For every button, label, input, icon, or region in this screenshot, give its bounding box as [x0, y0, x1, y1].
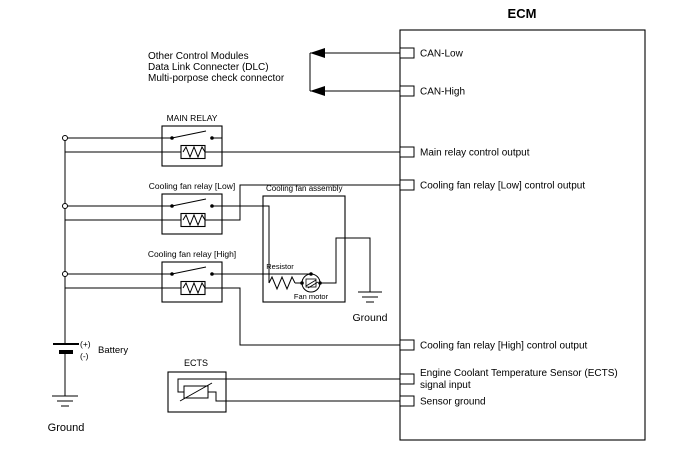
ecm-title: ECM	[508, 6, 537, 21]
pin-label-ects-signal-line2: signal input	[420, 380, 471, 391]
pin-label-fan-low-output: Cooling fan relay [Low] control output	[420, 181, 585, 192]
fan-relay-low-label: Cooling fan relay [Low]	[149, 181, 235, 191]
ecm-pin-fan-low-output	[399, 179, 415, 191]
ecm-box	[399, 29, 646, 441]
main-relay-box	[161, 125, 223, 167]
ecm-pin-can-high	[399, 85, 415, 97]
battery-minus-label: (-)	[80, 351, 89, 361]
fan-feed-wires	[222, 205, 371, 292]
ects-label: ECTS	[184, 358, 208, 368]
resistor-symbol	[268, 275, 296, 291]
battery-label: Battery	[98, 345, 128, 356]
fan-relay-high-label: Cooling fan relay [High]	[148, 249, 236, 259]
can-low-arrow-icon	[310, 48, 325, 58]
fan-relay-low-box	[161, 193, 223, 235]
fan-motor-symbol	[300, 272, 322, 293]
ects-to-ecm-wires	[226, 378, 400, 402]
can-target-line1: Other Control Modules	[148, 51, 249, 62]
pin-label-ects-signal-line1: Engine Coolant Temperature Sensor (ECTS)	[420, 368, 618, 379]
battery-plus-label: (+)	[80, 339, 91, 349]
pin-label-fan-high-output: Cooling fan relay [High] control output	[420, 341, 588, 352]
main-relay-internals	[162, 130, 222, 160]
can-high-arrow-icon	[310, 86, 325, 96]
main-relay-label: MAIN RELAY	[167, 113, 218, 123]
ecm-pin-ects-signal	[399, 373, 415, 385]
relay-to-ecm-wires	[222, 151, 400, 346]
battery-symbol	[53, 343, 79, 354]
ects-thermistor-symbol	[177, 378, 226, 402]
ground-symbol-right	[358, 291, 382, 303]
fan-relay-low-internals	[162, 198, 222, 228]
fan-relay-high-internals	[162, 266, 222, 296]
pin-label-can-high: CAN-High	[420, 87, 465, 98]
can-target-line2: Data Link Connecter (DLC)	[148, 62, 269, 73]
resistor-label: Resistor	[266, 262, 294, 271]
power-bus-wires	[62, 135, 162, 396]
fan-motor-label: Fan motor	[294, 292, 329, 301]
ecm-pin-main-relay-output	[399, 146, 415, 158]
fan-relay-high-box	[161, 261, 223, 303]
can-bus-wires	[309, 52, 400, 92]
can-target-line3: Multi-porpose check connector	[148, 73, 285, 84]
fan-assembly-label: Cooling fan assembly	[266, 184, 342, 193]
fan-assembly-box	[262, 195, 346, 303]
pin-label-main-relay-output: Main relay control output	[420, 148, 530, 159]
ecm-pin-sensor-ground	[399, 395, 415, 407]
ground-symbol-left	[52, 395, 78, 407]
ects-box	[167, 371, 227, 413]
ground-right-label: Ground	[352, 312, 387, 324]
pin-label-sensor-ground: Sensor ground	[420, 397, 486, 408]
ecm-pin-fan-high-output	[399, 339, 415, 351]
pin-label-can-low: CAN-Low	[420, 49, 464, 60]
ecm-pin-can-low	[399, 47, 415, 59]
ground-left-label: Ground	[48, 422, 85, 434]
